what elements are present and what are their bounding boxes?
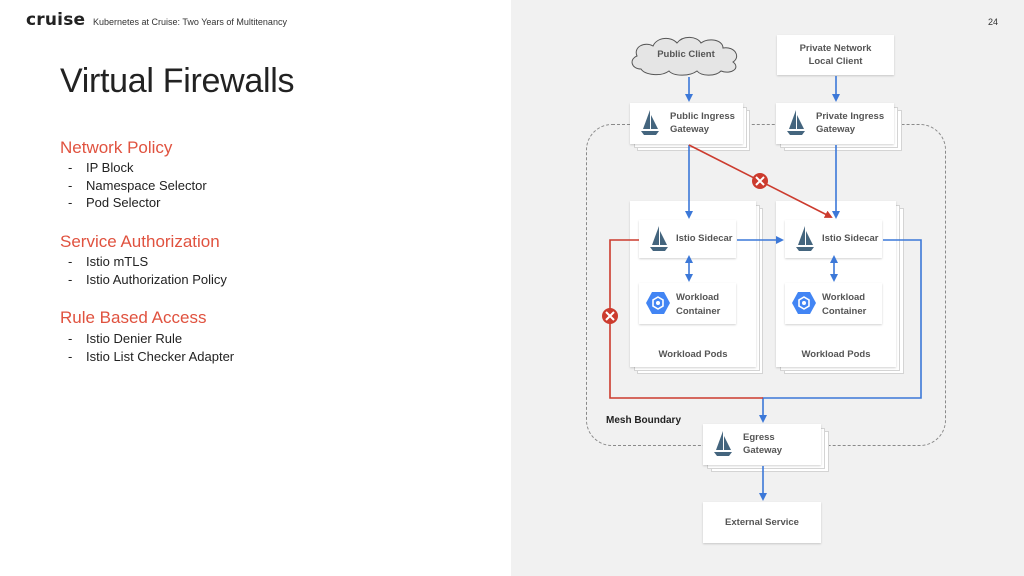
list-item: -Istio mTLS: [68, 254, 149, 269]
private-ingress-gateway: Private Ingress Gateway: [776, 103, 894, 144]
workload-container-left: Workload Container: [639, 283, 736, 324]
istio-sail-icon: [787, 110, 805, 135]
istio-sidecar-right-label: Istio Sidecar: [822, 233, 879, 244]
egress-line2: Gateway: [743, 445, 783, 456]
gke-hexagon-icon: [792, 292, 816, 314]
workload-container-left-line2: Container: [676, 306, 721, 317]
private-client-line2: Local Client: [808, 56, 863, 67]
istio-sidecar-right: Istio Sidecar: [785, 220, 882, 258]
istio-sail-icon: [650, 226, 668, 251]
public-ingress-gateway: Public Ingress Gateway: [630, 103, 743, 144]
workload-pods-left-label: Workload Pods: [658, 349, 728, 360]
list-item: -Namespace Selector: [68, 177, 207, 193]
list-item: -IP Block: [68, 160, 134, 175]
section-heading-rule-based-access: Rule Based Access: [60, 308, 207, 327]
private-ingress-line2: Gateway: [816, 124, 856, 135]
workload-container-right-line1: Workload: [822, 292, 866, 303]
deck-title: Kubernetes at Cruise: Two Years of Multi…: [93, 17, 287, 27]
istio-sidecar-left-label: Istio Sidecar: [676, 233, 733, 244]
section-heading-service-authorization: Service Authorization: [60, 232, 220, 251]
public-ingress-line2: Gateway: [670, 124, 710, 135]
network-policy-list: -IP Block -Namespace Selector -Pod Selec…: [68, 159, 207, 212]
workload-pods-right-label: Workload Pods: [801, 349, 871, 360]
text-panel: cruise Kubernetes at Cruise: Two Years o…: [0, 0, 511, 576]
slide-title: Virtual Firewalls: [60, 62, 295, 100]
denied-pod-to-egress: [609, 239, 763, 399]
deny-icon: [752, 173, 768, 189]
rule-based-access-list: -Istio Denier Rule -Istio List Checker A…: [68, 330, 234, 365]
list-item: -Istio Denier Rule: [68, 331, 183, 346]
istio-sail-icon: [796, 226, 814, 251]
list-item: -Istio List Checker Adapter: [68, 348, 235, 364]
mesh-boundary-label: Mesh Boundary: [606, 415, 682, 426]
istio-sidecar-left: Istio Sidecar: [639, 220, 736, 258]
deny-icon: [602, 308, 618, 324]
external-service: External Service: [703, 502, 821, 543]
workload-container-left-line1: Workload: [676, 292, 720, 303]
egress-gateway: Egress Gateway: [703, 424, 821, 465]
workload-container-right: Workload Container: [785, 283, 882, 324]
public-ingress-line1: Public Ingress: [670, 111, 735, 122]
cruise-logo: cruise: [26, 10, 86, 30]
egress-line1: Egress: [743, 432, 775, 443]
page-number: 24: [987, 17, 998, 27]
list-item: -Pod Selector: [68, 195, 161, 210]
arrow-sidecar-to-egress: [759, 239, 922, 423]
gke-hexagon-icon: [646, 292, 670, 314]
workload-container-right-line2: Container: [822, 306, 867, 317]
private-ingress-line1: Private Ingress: [816, 111, 885, 122]
external-service-label: External Service: [725, 517, 799, 528]
list-item: -Istio Authorization Policy: [68, 271, 227, 287]
private-client-line1: Private Network: [799, 43, 872, 54]
public-client-label: Public Client: [657, 49, 715, 60]
service-authorization-list: -Istio mTLS -Istio Authorization Policy: [68, 253, 227, 288]
cloud-icon: [631, 36, 738, 76]
private-network-client: Private Network Local Client: [777, 35, 894, 75]
istio-sail-icon: [714, 431, 732, 456]
istio-sail-icon: [641, 110, 659, 135]
section-heading-network-policy: Network Policy: [60, 138, 173, 157]
diagram-panel: [511, 0, 1024, 576]
